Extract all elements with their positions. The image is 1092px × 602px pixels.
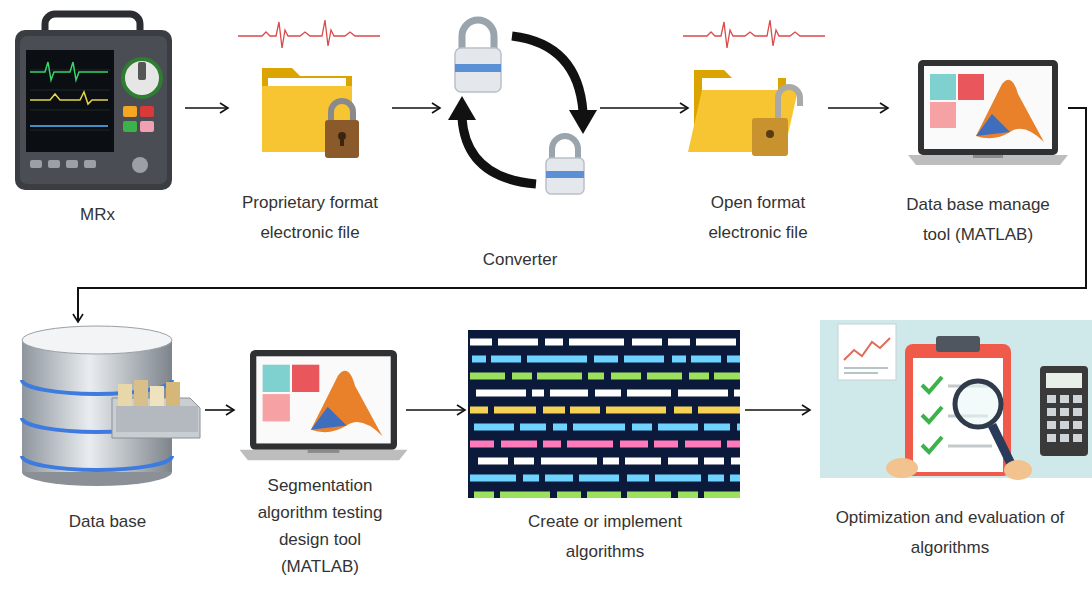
laptop-matlab-icon bbox=[240, 350, 408, 460]
locked-folder-icon bbox=[262, 68, 359, 158]
icon-area bbox=[10, 322, 205, 507]
node-caption: Converter bbox=[445, 245, 595, 275]
picture-node: Optimization and evaluation of algorithm… bbox=[810, 318, 1090, 563]
icon-area bbox=[440, 20, 600, 245]
picture-node: Segmentation algorithm testing design to… bbox=[234, 322, 406, 580]
icon-area bbox=[688, 20, 828, 188]
icon-area bbox=[465, 322, 745, 507]
node-caption: Segmentation algorithm testing design to… bbox=[243, 472, 398, 580]
laptop-matlab-icon bbox=[908, 60, 1068, 165]
node-caption: Data base manage tool (MATLAB) bbox=[896, 190, 1061, 250]
flow-arrow bbox=[205, 409, 234, 411]
node-caption: Proprietary format electronic file bbox=[230, 188, 390, 248]
picture-node: Create or implement algorithms bbox=[465, 322, 745, 567]
flow-arrow bbox=[600, 107, 688, 109]
flow-arrow bbox=[78, 108, 1086, 322]
icon-area bbox=[10, 10, 185, 200]
node-caption: Optimization and evaluation of algorithm… bbox=[830, 503, 1070, 563]
icon-area bbox=[228, 20, 392, 188]
flow-arrow bbox=[745, 409, 810, 411]
evaluation-picture bbox=[820, 320, 1092, 480]
flow-arrow bbox=[392, 107, 440, 109]
database-icon bbox=[22, 326, 200, 486]
flow-arrow bbox=[828, 107, 888, 109]
flow-arrow bbox=[406, 409, 465, 411]
defibrillator-icon bbox=[15, 14, 172, 190]
node-caption: Open format electronic file bbox=[691, 188, 826, 248]
picture-node: Data base bbox=[10, 322, 205, 537]
picture-node: MRx bbox=[10, 10, 185, 230]
picture-node: Open format electronic file bbox=[688, 20, 828, 248]
node-caption: MRx bbox=[18, 200, 178, 230]
icon-area bbox=[888, 20, 1068, 190]
picture-node: Converter bbox=[440, 20, 600, 275]
icon-area bbox=[810, 318, 1090, 503]
converter-icon bbox=[448, 20, 597, 194]
icon-area bbox=[234, 322, 406, 472]
node-caption: Create or implement algorithms bbox=[505, 507, 705, 567]
flow-arrow bbox=[185, 107, 228, 109]
open-folder-icon bbox=[688, 70, 800, 156]
source-code-picture bbox=[468, 330, 740, 498]
picture-node: Proprietary format electronic file bbox=[228, 20, 392, 248]
node-caption: Data base bbox=[18, 507, 198, 537]
picture-node: Data base manage tool (MATLAB) bbox=[888, 20, 1068, 250]
